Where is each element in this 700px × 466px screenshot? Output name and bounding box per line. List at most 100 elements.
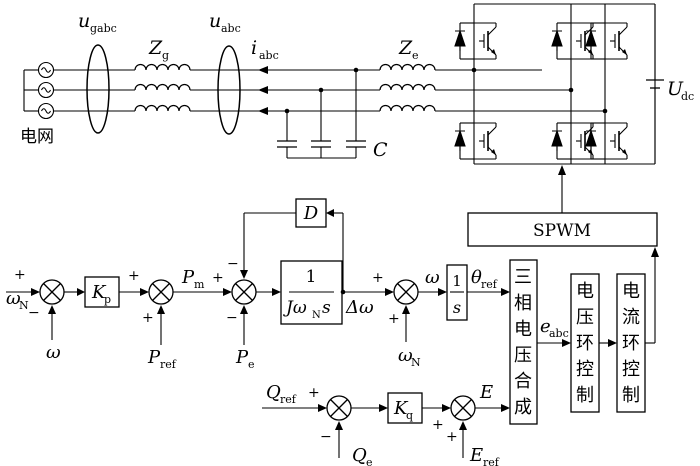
e-out-label: E	[479, 382, 493, 403]
svg-text:Q: Q	[266, 382, 281, 403]
dc-link	[646, 4, 664, 164]
svg-text:电: 电	[576, 281, 594, 302]
sum-e	[450, 395, 476, 421]
svg-text:m: m	[194, 278, 205, 291]
spwm-label: SPWM	[533, 221, 591, 241]
zg-label: Z g	[148, 37, 169, 62]
svg-text:abc: abc	[221, 22, 241, 35]
svg-text:θ: θ	[471, 267, 482, 288]
svg-text:Q: Q	[352, 445, 367, 466]
e-abc-label: e abc	[540, 316, 569, 340]
svg-text:K: K	[91, 282, 107, 303]
svg-text:+: +	[128, 268, 140, 284]
three-phase-synthesis-block	[509, 259, 538, 425]
svg-text:相: 相	[514, 293, 532, 314]
svg-text:e: e	[248, 358, 255, 371]
svg-text:压: 压	[514, 345, 532, 366]
svg-text:i: i	[251, 37, 257, 59]
svg-text:−: −	[226, 310, 238, 326]
svg-text:流: 流	[622, 307, 640, 328]
capacitor-label: C	[373, 139, 388, 161]
p-e-input: P e	[235, 347, 255, 371]
sum-swing	[231, 279, 257, 305]
synth-text: 三 相 电 压 合 成	[514, 267, 532, 418]
svg-text:e: e	[540, 316, 551, 337]
current-loop-block	[616, 273, 646, 413]
svg-text:电: 电	[514, 319, 532, 340]
svg-text:+: +	[14, 267, 26, 283]
svg-text:P: P	[147, 347, 161, 368]
uabc-measure-ring	[217, 45, 241, 135]
swing-denominator: Jω N s	[283, 298, 331, 321]
svg-text:+: +	[308, 385, 320, 401]
svg-text:+: +	[446, 429, 458, 445]
q-e-input: Q e	[352, 445, 373, 466]
sum-q	[326, 395, 352, 421]
filter-impedance-ze	[379, 63, 436, 112]
omega-n-input: + ω N	[6, 267, 29, 312]
svg-text:u: u	[209, 10, 221, 32]
kp-block	[84, 276, 120, 308]
svg-text:控: 控	[576, 359, 594, 380]
svg-text:成: 成	[514, 397, 532, 418]
svg-text:N: N	[312, 310, 321, 321]
ze-label: Z e	[398, 37, 419, 62]
svg-text:环: 环	[576, 333, 594, 354]
kq-block	[387, 392, 423, 424]
svg-text:Z: Z	[148, 37, 163, 59]
iloop-text: 电 流 环 控 制	[622, 281, 640, 406]
svg-text:控: 控	[622, 359, 640, 380]
svg-text:+: +	[372, 270, 384, 286]
svg-text:+: +	[212, 270, 224, 286]
svg-text:u: u	[78, 10, 90, 32]
svg-text:abc: abc	[259, 49, 279, 62]
svg-text:e: e	[412, 49, 419, 62]
svg-text:s: s	[322, 298, 331, 318]
omega-n2-input: ω N	[398, 345, 421, 369]
svg-text:ω: ω	[398, 345, 413, 366]
svg-text:ω: ω	[6, 288, 21, 309]
svg-text:1: 1	[306, 267, 317, 287]
svg-text:ref: ref	[160, 358, 177, 371]
voltage-loop-block	[570, 273, 600, 413]
udc-label: U dc	[667, 78, 694, 103]
svg-text:制: 制	[576, 385, 594, 406]
svg-text:abc: abc	[549, 327, 569, 340]
p-m-label: P m	[181, 267, 205, 291]
omega-feedback-label: ω	[46, 342, 61, 363]
vloop-text: 电 压 环 控 制	[576, 281, 594, 406]
svg-text:ref: ref	[481, 278, 498, 291]
grid-impedance-zg	[134, 63, 191, 112]
svg-text:p: p	[104, 293, 111, 306]
damping-d-block	[295, 198, 327, 228]
svg-text:制: 制	[622, 385, 640, 406]
svg-text:1: 1	[452, 272, 462, 290]
u-gabc-label: u gabc	[78, 10, 117, 35]
ugabc-measure-ring	[86, 44, 110, 134]
minus-omega: −	[28, 305, 40, 321]
grid-label: 电网	[20, 127, 54, 147]
svg-text:P: P	[181, 267, 195, 288]
svg-text:+: +	[432, 417, 444, 433]
svg-text:e: e	[366, 456, 373, 466]
e-ref-input: E ref	[469, 445, 500, 466]
spwm-block	[467, 212, 658, 247]
svg-text:合: 合	[514, 371, 532, 392]
svg-text:D: D	[303, 203, 319, 224]
svg-text:电: 电	[622, 281, 640, 302]
omega-out-label: ω	[425, 267, 440, 288]
theta-ref-label: θ ref	[471, 267, 498, 291]
sum-omega-n	[393, 279, 419, 305]
svg-text:Jω: Jω	[283, 298, 307, 318]
svg-text:K: K	[393, 398, 409, 419]
svg-text:环: 环	[622, 333, 640, 354]
svg-text:N: N	[19, 299, 29, 312]
svg-text:−: −	[227, 256, 239, 272]
svg-text:ref: ref	[280, 393, 297, 406]
svg-text:P: P	[235, 347, 249, 368]
svg-text:Z: Z	[398, 37, 413, 59]
filter-capacitor-c	[277, 67, 366, 159]
svg-text:N: N	[411, 356, 421, 369]
grid-ac-source	[23, 61, 55, 120]
